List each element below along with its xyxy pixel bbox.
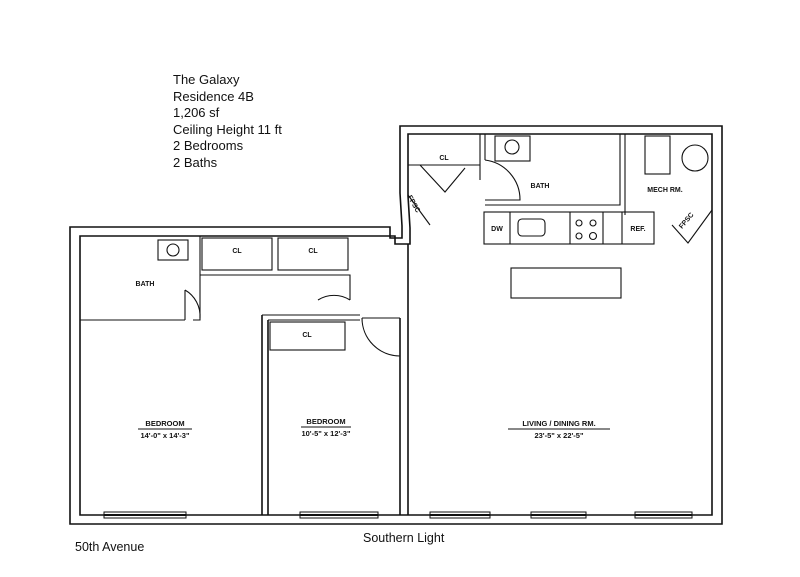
door-swing — [407, 194, 431, 226]
burner — [589, 219, 597, 227]
bedroom1-label: BEDROOM — [145, 419, 184, 428]
burner — [588, 231, 598, 241]
unit-area: 1,206 sf — [173, 105, 220, 120]
burner — [575, 219, 583, 227]
sink — [494, 135, 531, 162]
bedroom-divider — [261, 315, 269, 515]
living-label: LIVING / DINING RM. — [522, 419, 595, 428]
unit-name: Residence 4B — [173, 88, 254, 104]
fpsc-label: FPSC — [678, 212, 695, 231]
unit-info: The Galaxy Residence 4B 1,206 sf Ceiling… — [173, 72, 282, 171]
bedroom2-label: BEDROOM — [306, 417, 345, 426]
closet — [269, 321, 346, 351]
mech-room-label: MECH RM. — [647, 187, 682, 194]
door-swing — [184, 289, 201, 319]
dishwasher-label: DW — [491, 226, 503, 233]
closet-label: CL — [439, 155, 449, 162]
ceiling-height: Ceiling Height 11 ft — [173, 121, 282, 137]
water-heater — [644, 135, 671, 175]
closet-label: CL — [232, 248, 242, 255]
bath2-label: BATH — [531, 183, 550, 190]
kitchen-island — [510, 267, 622, 299]
windows — [103, 511, 693, 519]
south-exposure-label: Southern Light — [363, 531, 445, 545]
closet-label: CL — [308, 248, 318, 255]
living-dims: 23'-5" x 22'-5" — [534, 431, 583, 440]
bedroom2-dims: 10'-5" x 12'-3" — [301, 429, 350, 438]
sink-basin — [504, 139, 520, 155]
kitchen-sink — [517, 218, 546, 237]
closet — [201, 237, 273, 271]
bath1-label: BATH — [136, 281, 155, 288]
closet — [277, 237, 349, 271]
closet-label: CL — [302, 332, 312, 339]
burner — [575, 232, 583, 240]
inner-wall — [79, 133, 713, 516]
building-name: The Galaxy — [173, 72, 240, 87]
living-wall — [399, 244, 409, 515]
bedroom1-dims: 14'-0" x 14'-3" — [140, 431, 189, 440]
door-swing — [419, 164, 466, 193]
bedroom-count: 2 Bedrooms — [173, 138, 244, 153]
outer-wall — [69, 125, 723, 525]
kitchen-counter — [483, 211, 655, 245]
sink — [157, 239, 189, 261]
hall-wall — [200, 274, 351, 301]
sink-basin — [166, 243, 180, 257]
mech-tank — [681, 144, 709, 172]
bath1-walls — [80, 236, 201, 321]
bedroom2-top-wall — [262, 314, 360, 321]
west-street-label: 50th Avenue — [75, 540, 145, 554]
bath-count: 2 Baths — [173, 154, 218, 170]
door-swing — [671, 209, 713, 244]
door-swing — [361, 317, 401, 357]
refrigerator-label: REF. — [630, 226, 645, 233]
bath2-walls — [484, 134, 626, 215]
